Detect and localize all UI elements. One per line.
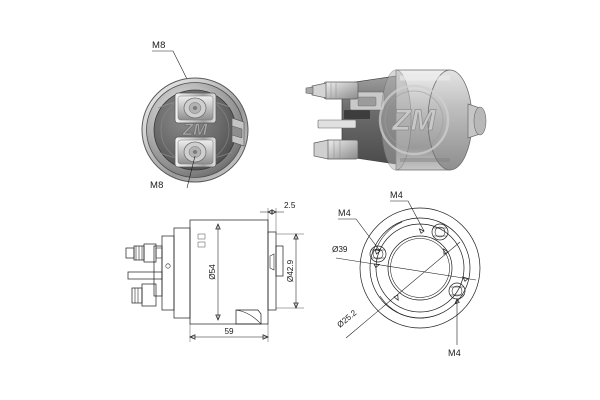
brand-logo-zm-side: ZM — [378, 84, 450, 156]
dimension-bolt-circle: Ø39 — [332, 245, 477, 282]
mounting-hole-lower-right — [448, 282, 466, 300]
dimension-label-flange-diameter: Ø42.9 — [286, 259, 295, 282]
callout-label-m8-bottom: M8 — [150, 180, 164, 191]
front-face-photo: M8 ZM — [128, 30, 262, 192]
front-flange-drawing: M4 M4 — [328, 188, 512, 360]
mounting-hole-upper-right — [431, 223, 449, 241]
side-elevation-drawing: 2.5 — [118, 190, 314, 352]
terminal-lower-drawing — [131, 283, 157, 307]
terminal-upper-drawing — [125, 243, 171, 269]
terminal-stud-lower — [313, 139, 359, 160]
side-perspective-photo: ZM — [300, 48, 492, 188]
connector-tab-drawing — [127, 271, 163, 280]
dimension-flange-diameter: Ø42.9 — [276, 233, 304, 309]
brand-logo-zm-front: ZM — [181, 120, 208, 140]
dimension-label-body-diameter: Ø54 — [208, 264, 217, 280]
callout-label-m4-upper-left: M4 — [338, 208, 351, 218]
callout-m4-upper-right: M4 — [390, 190, 425, 234]
dimension-label-overall-length: 59 — [224, 327, 234, 336]
callout-m8-bottom: M8 — [150, 155, 196, 191]
solenoid-front-body — [141, 77, 249, 183]
solenoid-outline — [153, 219, 284, 325]
side-lug — [231, 117, 245, 147]
dimension-label-bolt-circle: Ø39 — [332, 245, 348, 254]
callout-label-m4-lower: M4 — [448, 348, 461, 358]
terminal-stud-top — [174, 92, 217, 124]
terminal-stud-upper — [305, 81, 359, 100]
dimension-flange-thickness: 2.5 — [260, 201, 296, 234]
connector-tab — [317, 119, 357, 129]
callout-label-m8-top: M8 — [152, 40, 166, 51]
dimension-body-diameter: Ø54 — [208, 223, 221, 321]
callout-m4-lower: M4 — [448, 298, 461, 358]
brand-logo-text-side: ZM — [391, 104, 436, 137]
callout-m8-top: M8 — [152, 40, 188, 80]
dimension-overall-length: 59 — [189, 324, 269, 342]
terminal-stud-bottom — [174, 136, 217, 168]
dimension-label-centre-bore: Ø25.2 — [336, 308, 359, 330]
callout-label-m4-upper-right: M4 — [390, 190, 403, 200]
flange-geometry — [359, 207, 481, 329]
mounting-hole-upper-left — [369, 245, 387, 263]
dimension-label-flange-thickness: 2.5 — [284, 201, 296, 210]
brand-logo-text-front: ZM — [182, 120, 208, 139]
